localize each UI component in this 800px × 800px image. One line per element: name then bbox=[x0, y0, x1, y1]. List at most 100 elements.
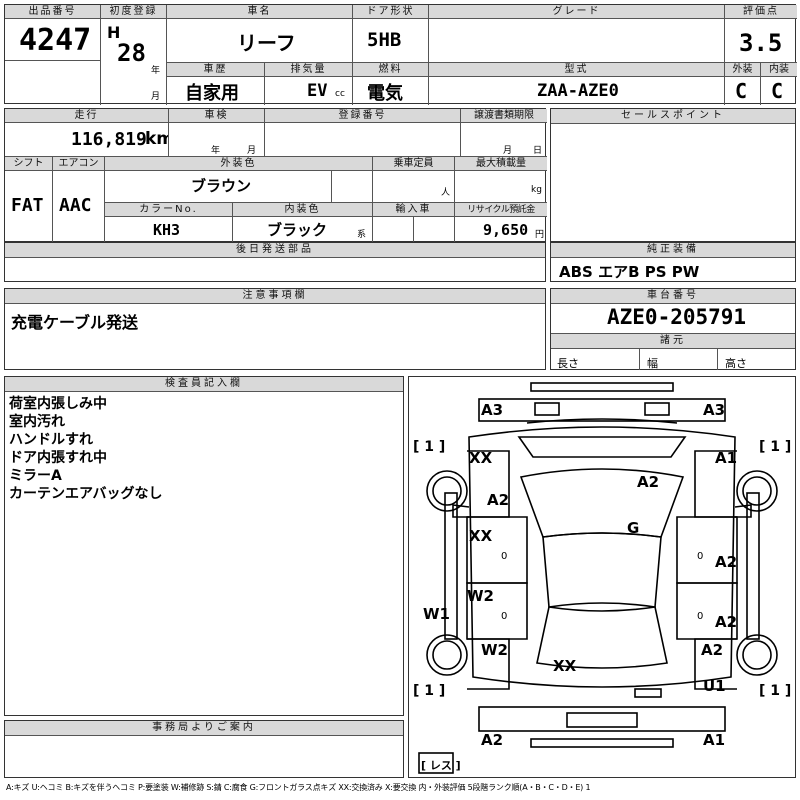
caution-section: 注意事項欄 充電ケーブル発送 bbox=[4, 288, 546, 370]
tread-mark: 0 bbox=[501, 611, 508, 622]
rear-fender-left bbox=[467, 638, 510, 690]
fuel-cell: 燃料 電気 bbox=[353, 63, 429, 105]
exterior-color-cell: 外装色 ブラウン bbox=[105, 157, 373, 203]
rear-door-left bbox=[466, 582, 528, 640]
history-cell: 車歴 自家用 bbox=[167, 63, 265, 105]
rear-fender-right bbox=[694, 638, 737, 690]
transfer-month: 月 bbox=[503, 146, 513, 156]
score-label: 評価点 bbox=[725, 5, 797, 19]
grade-label: グレード bbox=[429, 5, 724, 19]
tread-mark: 0 bbox=[697, 551, 704, 562]
damage-mark: A3 bbox=[481, 401, 504, 419]
chassis-section: 車台番号 AZE0-205791 諸元 長さ 幅 高さ bbox=[550, 288, 796, 370]
legend: A:キズ U:ヘコミ B:キズを伴うヘコミ P:要塗装 W:補修跡 S:錆 C:… bbox=[6, 783, 591, 792]
tread-mark: 0 bbox=[697, 611, 704, 622]
interior-color-cell: 内装色 ブラック 系 bbox=[233, 203, 373, 243]
tread-mark: 0 bbox=[501, 551, 508, 562]
exterior-cell: 外装 C bbox=[725, 63, 761, 105]
month-unit: 月 bbox=[151, 92, 161, 102]
wheel-fr bbox=[736, 470, 778, 512]
lot-number-blank bbox=[5, 61, 101, 105]
displacement-unit: cc bbox=[335, 89, 345, 99]
car-name-value: リーフ bbox=[237, 31, 296, 55]
model-value: ZAA-AZE0 bbox=[537, 81, 619, 101]
spare-label: [ レス ] bbox=[421, 759, 461, 772]
door-type-value: 5HB bbox=[367, 29, 402, 51]
interior-label: 内装 bbox=[761, 63, 797, 77]
front-fender-left bbox=[467, 450, 510, 518]
car-diagram-svg bbox=[418, 382, 778, 774]
transfer-deadline-label: 譲渡書類期限 bbox=[461, 109, 547, 123]
inspection-label: 車検 bbox=[169, 109, 264, 123]
transfer-day: 日 bbox=[533, 146, 543, 156]
inspector-notes: 荷室内張しみ中 室内汚れ ハンドルすれ ドア内張すれ中 ミラーA カーテンエアバ… bbox=[9, 395, 162, 503]
transfer-deadline-cell: 譲渡書類期限 月 日 bbox=[461, 109, 547, 157]
inspector-note: カーテンエアバッグなし bbox=[9, 486, 163, 502]
door-type-label: ドア形状 bbox=[353, 5, 428, 19]
recycle-label: リサイクル預託金 bbox=[455, 203, 547, 217]
color-number-label: カラーNo. bbox=[105, 203, 232, 217]
wheel-fl-inner bbox=[432, 476, 462, 506]
fog-right bbox=[644, 402, 670, 416]
rear-bumper bbox=[530, 738, 674, 748]
equipment-section: 純正装備 ABS エアB PS PW bbox=[550, 242, 796, 282]
color-divider bbox=[331, 171, 332, 202]
inspector-section: 検査員記入欄 荷室内張しみ中 室内汚れ ハンドルすれ ドア内張すれ中 ミラーA … bbox=[4, 376, 404, 716]
car-diagram: [ 1 ] [ 1 ] [ 1 ] [ 1 ] [ レス ] 0 0 0 0 A… bbox=[408, 376, 796, 778]
score-cell: 評価点 3.5 bbox=[725, 5, 797, 63]
capacity-label: 乗車定員 bbox=[373, 157, 454, 171]
caution-label: 注意事項欄 bbox=[5, 289, 545, 304]
tire-label-rl: [ 1 ] bbox=[413, 683, 446, 699]
aircon-label: エアコン bbox=[53, 157, 104, 171]
inspector-note: 室内汚れ bbox=[9, 414, 65, 430]
score-value: 3.5 bbox=[739, 29, 783, 57]
front-fender-right bbox=[694, 450, 737, 518]
vehicle-details-section: 走行 116,819 km 車検 年 月 登録番号 譲渡書類期限 月 日 シフト… bbox=[4, 108, 547, 243]
damage-mark: U1 bbox=[703, 677, 726, 695]
interior-value: C bbox=[771, 79, 784, 103]
front-bumper-face bbox=[478, 398, 726, 422]
history-value: 自家用 bbox=[185, 83, 239, 104]
damage-mark: W2 bbox=[467, 587, 494, 605]
inspector-label: 検査員記入欄 bbox=[5, 377, 403, 392]
damage-mark: A1 bbox=[715, 449, 738, 467]
exterior-color-label: 外装色 bbox=[105, 157, 372, 171]
car-name-label: 車名 bbox=[167, 5, 352, 19]
rear-lamp bbox=[634, 688, 662, 698]
import-label: 輸入車 bbox=[373, 203, 454, 217]
damage-mark: A3 bbox=[703, 401, 726, 419]
registration-number-cell: 登録番号 bbox=[265, 109, 461, 157]
capacity-unit: 人 bbox=[441, 188, 451, 198]
fog-left bbox=[534, 402, 560, 416]
width-label: 幅 bbox=[647, 357, 658, 370]
wheel-rr bbox=[736, 634, 778, 676]
damage-mark: A2 bbox=[487, 491, 510, 509]
mileage-unit: km bbox=[145, 129, 168, 149]
inspector-note: ハンドルすれ bbox=[9, 432, 93, 448]
damage-mark: XX bbox=[469, 449, 493, 467]
recycle-unit: 円 bbox=[535, 230, 545, 240]
displacement-value: EV bbox=[307, 81, 328, 101]
model-cell: 型式 ZAA-AZE0 bbox=[429, 63, 725, 105]
damage-mark: G bbox=[627, 519, 640, 537]
mileage-label: 走行 bbox=[5, 109, 168, 123]
office-label: 事務局よりご案内 bbox=[5, 721, 403, 736]
color-number-value: KH3 bbox=[153, 221, 181, 239]
registration-number-label: 登録番号 bbox=[265, 109, 460, 123]
mirror-left bbox=[452, 504, 470, 518]
damage-mark: A1 bbox=[703, 731, 726, 749]
grade-cell: グレード bbox=[429, 5, 725, 63]
import-cell: 輸入車 bbox=[373, 203, 455, 243]
later-parts-section: 後日発送部品 bbox=[4, 242, 546, 282]
year-value: 28 bbox=[117, 39, 146, 67]
sill-right bbox=[746, 492, 760, 640]
lot-number-value: 4247 bbox=[19, 23, 92, 58]
lot-number-cell: 出品番号 4247 bbox=[5, 5, 101, 61]
wheel-rr-inner bbox=[742, 640, 772, 670]
sill-left bbox=[444, 492, 458, 640]
exterior-label: 外装 bbox=[725, 63, 760, 77]
sales-point-section: セールスポイント bbox=[550, 108, 796, 242]
import-divider bbox=[413, 217, 414, 243]
exterior-color-value: ブラウン bbox=[191, 177, 252, 195]
aircon-value: AAC bbox=[59, 195, 92, 216]
